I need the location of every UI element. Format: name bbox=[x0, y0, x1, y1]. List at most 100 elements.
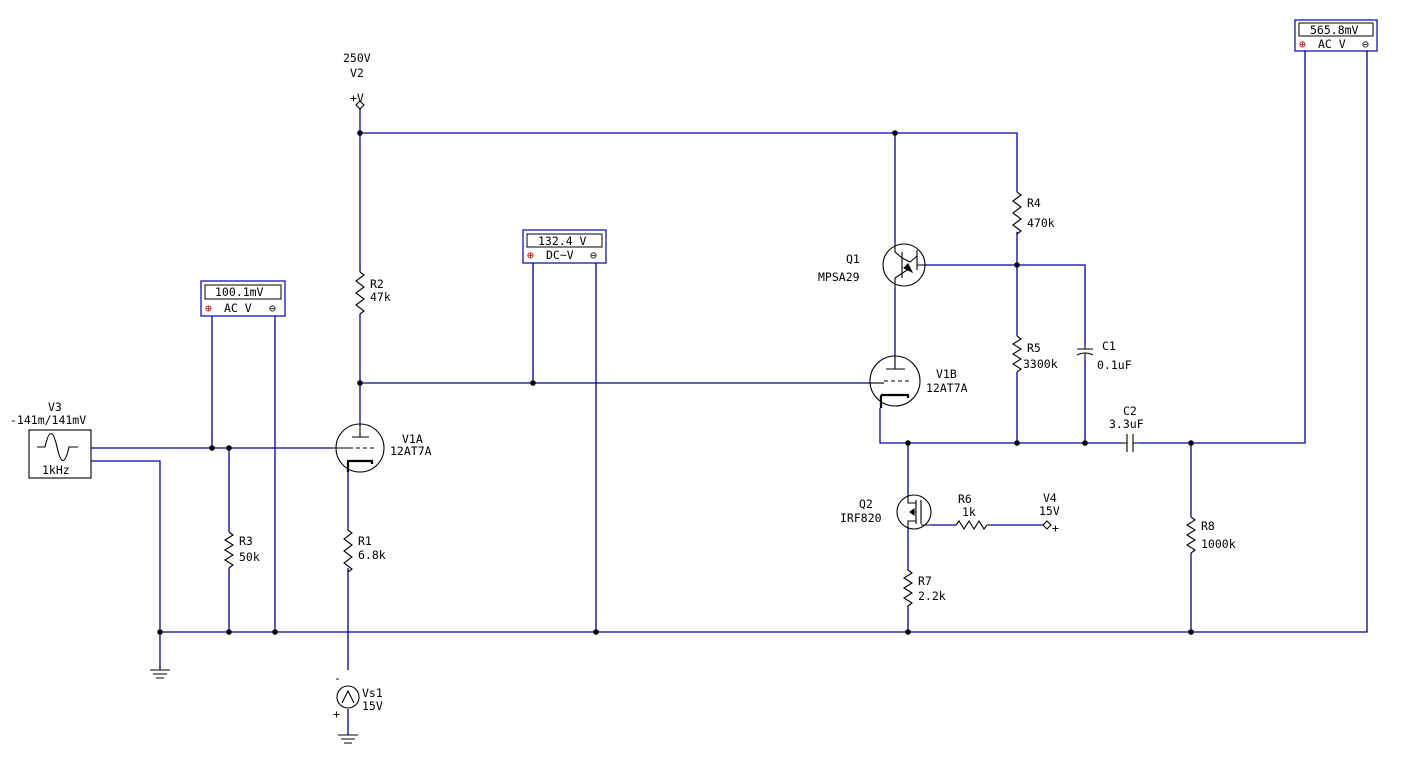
meter-reading: 565.8mV bbox=[1310, 23, 1359, 37]
ground-icon bbox=[338, 734, 358, 744]
meter-plus-terminal: ⊕ bbox=[527, 248, 534, 262]
vplus-terminal-icon bbox=[1042, 520, 1052, 530]
resistor-zigzag-icon bbox=[223, 531, 235, 569]
ground-icon bbox=[150, 669, 170, 679]
q1-ref: Q1 bbox=[846, 252, 860, 266]
resistor-zigzag-icon bbox=[902, 569, 914, 607]
v1b-type: 12AT7A bbox=[926, 381, 968, 395]
meter-reading: 100.1mV bbox=[215, 285, 264, 299]
junction-dot bbox=[905, 629, 911, 635]
junction-dot bbox=[272, 629, 278, 635]
r8-ref: R8 bbox=[1201, 519, 1215, 533]
v1b-ref: V1B bbox=[936, 367, 957, 381]
transistor-q1[interactable]: Q1 MPSA29 bbox=[818, 242, 926, 288]
resistor-r8[interactable]: R8 1000k bbox=[1185, 516, 1236, 554]
r5-ref: R5 bbox=[1027, 341, 1041, 355]
tube-plate bbox=[352, 420, 369, 438]
junction-dot bbox=[1014, 440, 1020, 446]
junction-dot bbox=[530, 380, 536, 386]
junctions bbox=[157, 130, 1194, 635]
junction-dot bbox=[357, 380, 363, 386]
vs1-ref: Vs1 bbox=[362, 686, 383, 700]
resistor-zigzag-icon bbox=[1011, 335, 1023, 373]
meter-display bbox=[204, 284, 282, 300]
meter-mode: AC V bbox=[1318, 37, 1346, 51]
capacitor-icon bbox=[1126, 434, 1134, 452]
wire-plate-node bbox=[360, 262, 870, 632]
v3-value: -141m/141mV bbox=[10, 413, 86, 427]
meter-dc-plate[interactable]: 132.4 V ⊕ DC~V ⊖ bbox=[522, 229, 607, 264]
resistor-zigzag-icon bbox=[355, 271, 365, 315]
v4-value: 15V bbox=[1039, 504, 1060, 518]
dc-source-icon bbox=[336, 685, 360, 709]
junction-dot bbox=[209, 445, 215, 451]
capacitor-c2[interactable]: C2 3.3uF bbox=[1109, 404, 1144, 452]
junction-dot bbox=[1188, 440, 1194, 446]
r8-value: 1000k bbox=[1201, 537, 1236, 551]
junction-dot bbox=[1014, 262, 1020, 268]
supply-vs1[interactable]: - + Vs1 15V bbox=[333, 671, 383, 721]
junction-dot bbox=[905, 440, 911, 446]
c1-ref: C1 bbox=[1102, 339, 1116, 353]
resistor-r5[interactable]: R5 3300k bbox=[1011, 335, 1058, 373]
c2-ref: C2 bbox=[1123, 404, 1137, 418]
vs1-minus-sign: - bbox=[334, 671, 341, 685]
q2-type: IRF820 bbox=[840, 511, 882, 525]
meter-minus-terminal: ⊖ bbox=[269, 301, 276, 315]
v1a-type: 12AT7A bbox=[390, 444, 432, 458]
junction-dot bbox=[157, 629, 163, 635]
meter-mode: DC~V bbox=[546, 248, 574, 262]
resistor-r2[interactable]: R2 47k bbox=[355, 271, 391, 315]
resistor-r3[interactable]: R3 50k bbox=[223, 531, 260, 569]
r2-ref: R2 bbox=[370, 277, 384, 291]
v3-frequency: 1kHz bbox=[42, 463, 70, 477]
wire-v3-ground bbox=[91, 460, 161, 670]
supply-v2[interactable]: 250V V2 +V bbox=[343, 51, 371, 110]
r1-ref: R1 bbox=[358, 534, 372, 548]
meter-display bbox=[526, 233, 603, 248]
wire-input bbox=[91, 316, 332, 632]
resistor-zigzag-icon bbox=[955, 519, 990, 531]
r7-ref: R7 bbox=[918, 574, 932, 588]
r6-value: 1k bbox=[962, 505, 976, 519]
v3-ref: V3 bbox=[48, 400, 62, 414]
junction-dot bbox=[1082, 440, 1088, 446]
q2-ref: Q2 bbox=[859, 497, 873, 511]
r3-value: 50k bbox=[239, 550, 260, 564]
tube-cathode bbox=[879, 393, 910, 408]
v1a-ref: V1A bbox=[402, 432, 423, 446]
meter-plus-terminal: ⊕ bbox=[1299, 37, 1306, 51]
r7-value: 2.2k bbox=[918, 589, 946, 603]
junction-dot bbox=[357, 130, 363, 136]
transistor-q2[interactable]: Q2 IRF820 bbox=[840, 494, 932, 530]
vplus-terminal-icon bbox=[355, 100, 365, 110]
resistor-r6[interactable]: R6 1k bbox=[955, 492, 990, 531]
resistor-zigzag-icon bbox=[1185, 516, 1197, 554]
vs1-plus-sign: + bbox=[333, 707, 340, 721]
resistor-r4[interactable]: R4 470k bbox=[1012, 191, 1055, 235]
junction-dot bbox=[226, 445, 232, 451]
resistor-zigzag-icon bbox=[343, 529, 353, 573]
meter-plus-terminal: ⊕ bbox=[205, 301, 212, 315]
r2-value: 47k bbox=[370, 290, 391, 304]
wire-vplus-rail bbox=[359, 109, 1018, 192]
meter-display bbox=[1298, 22, 1374, 37]
supply-v4[interactable]: V4 15V + bbox=[1039, 491, 1060, 535]
resistor-r1[interactable]: R1 6.8k bbox=[343, 529, 386, 573]
v3-body bbox=[28, 429, 92, 479]
tube-cathode bbox=[346, 459, 374, 472]
sine-wave-icon bbox=[37, 432, 78, 462]
source-v3[interactable]: V3 -141m/141mV 1kHz bbox=[10, 400, 92, 479]
resistor-r7[interactable]: R7 2.2k bbox=[902, 569, 946, 607]
r5-value: 3300k bbox=[1023, 357, 1058, 371]
meter-ac-input[interactable]: 100.1mV ⊕ AC V ⊖ bbox=[200, 280, 286, 317]
r4-value: 470k bbox=[1027, 216, 1055, 230]
wire-ground-bus bbox=[160, 48, 1368, 633]
meter-ac-output[interactable]: 565.8mV ⊕ AC V ⊖ bbox=[1294, 19, 1378, 52]
tube-v1b[interactable]: V1B 12AT7A bbox=[869, 355, 968, 408]
meter-reading: 132.4 V bbox=[538, 234, 587, 248]
capacitor-c1[interactable]: C1 0.1uF bbox=[1076, 339, 1132, 372]
tube-v1a[interactable]: V1A 12AT7A bbox=[332, 420, 432, 473]
v2-value: 250V bbox=[343, 51, 371, 65]
